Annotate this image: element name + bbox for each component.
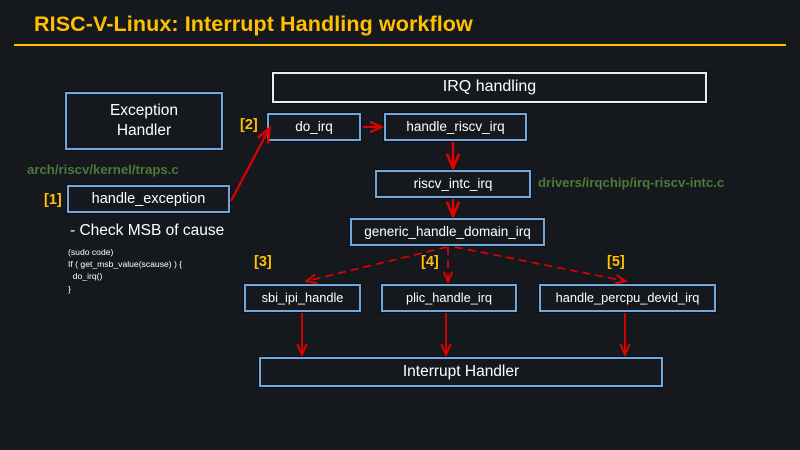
check-msb-note: - Check MSB of cause [70, 222, 225, 239]
plic-handle-irq-label: plic_handle_irq [405, 289, 493, 305]
irqchip-driver-path-label: drivers/irqchip/irq-riscv-intc.c [538, 175, 725, 190]
handle-percpu-devid-irq-box: handle_percpu_devid_irq [538, 283, 717, 313]
riscv-intc-irq-box: riscv_intc_irq [374, 169, 532, 199]
exception-handler-box: Exception Handler [64, 91, 224, 151]
generic-handle-domain-irq-label: generic_handle_domain_irq [364, 224, 531, 240]
irq-handling-header-box: IRQ handling [271, 71, 708, 104]
exception-handler-line-2: Handler [116, 122, 172, 139]
sbi-ipi-handle-box: sbi_ipi_handle [243, 283, 362, 313]
step-4-label: [4] [421, 254, 439, 270]
step-2-label: [2] [240, 117, 258, 133]
interrupt-handler-box: Interrupt Handler [258, 356, 664, 388]
do-irq-box: do_irq [266, 112, 362, 142]
irq-handling-label: IRQ handling [442, 78, 537, 96]
step-5-label: [5] [607, 254, 625, 270]
step-3-label: [3] [254, 254, 272, 270]
title-divider [14, 44, 786, 46]
handle-riscv-irq-box: handle_riscv_irq [383, 112, 528, 142]
generic-handle-domain-irq-box: generic_handle_domain_irq [349, 217, 546, 247]
handle-riscv-irq-label: handle_riscv_irq [406, 119, 505, 135]
pseudo-code-block: (sudo code) If ( get_msb_value(scause) )… [68, 247, 183, 294]
handle-exception-box: handle_exception [66, 184, 231, 214]
plic-handle-irq-box: plic_handle_irq [380, 283, 518, 313]
arrow-generic-to-handle-percpu-devid-irq [454, 246, 625, 281]
page-title: RISC-V-Linux: Interrupt Handling workflo… [34, 12, 473, 36]
traps-source-path-label: arch/riscv/kernel/traps.c [27, 162, 179, 177]
do-irq-label: do_irq [295, 119, 333, 135]
sbi-ipi-handle-label: sbi_ipi_handle [261, 289, 344, 305]
exception-handler-line-1: Exception [109, 101, 179, 119]
interrupt-handler-label: Interrupt Handler [402, 363, 520, 381]
riscv-intc-irq-label: riscv_intc_irq [413, 176, 493, 192]
handle-exception-label: handle_exception [91, 190, 206, 207]
arrow-handle-exception-to-do-irq [230, 129, 269, 202]
handle-percpu-devid-irq-label: handle_percpu_devid_irq [555, 289, 700, 305]
step-1-label: [1] [44, 192, 62, 208]
